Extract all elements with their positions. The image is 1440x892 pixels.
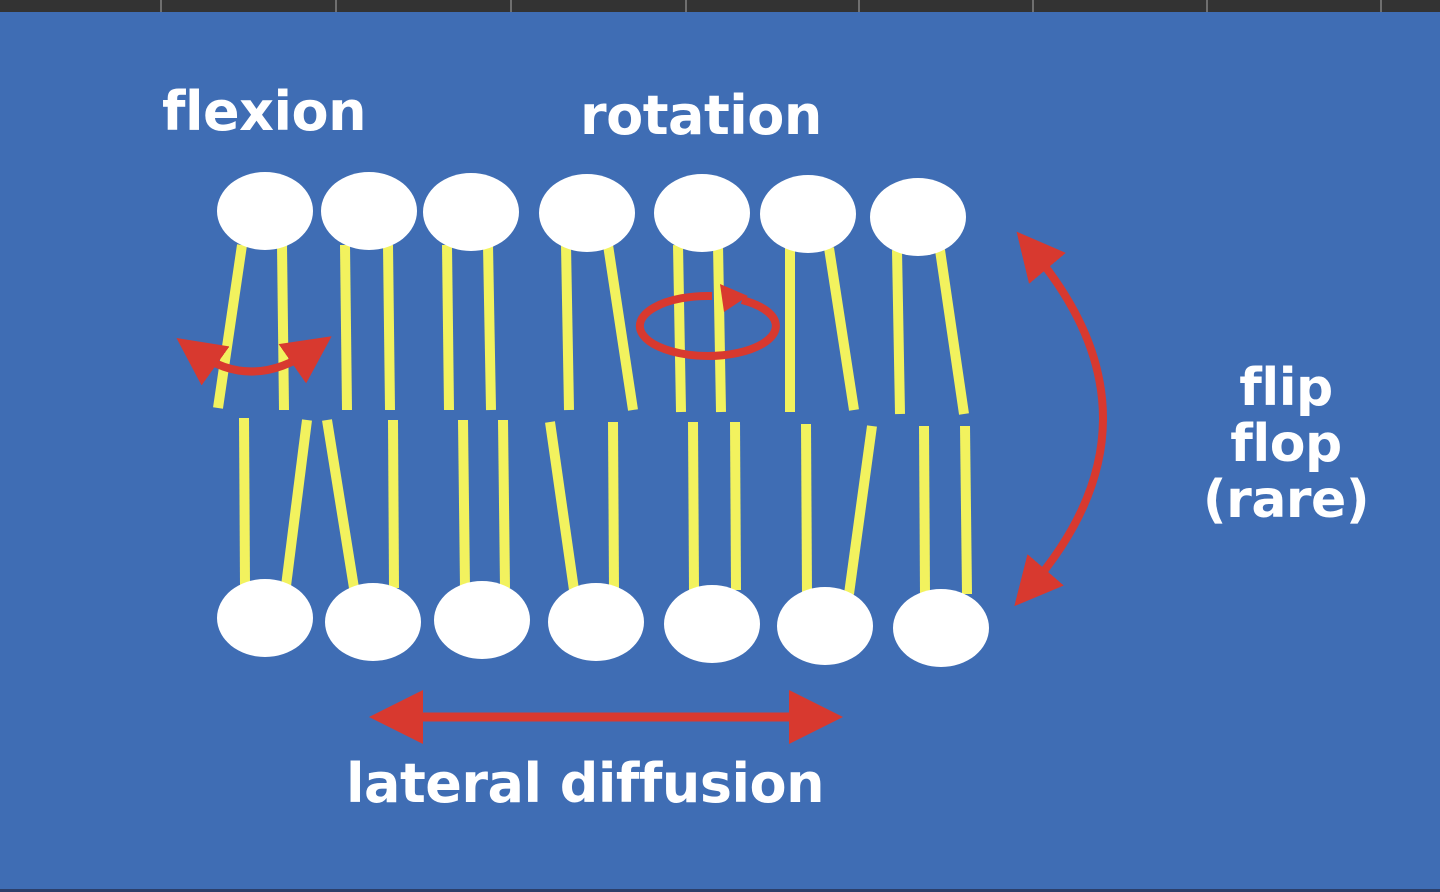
upper-leaflet-tails [213,244,969,415]
lipid-tail [281,419,312,587]
lipid-head [664,585,760,663]
lipid-tail [919,425,930,595]
lipid-tail [213,244,247,409]
lipid-head [434,581,530,659]
lipid-head [548,583,644,661]
lipid-tail [730,421,741,591]
bottom-border-strip [0,889,1440,892]
lipid-head [217,579,313,657]
lipid-tail [844,425,877,595]
lipid-tail [545,421,579,591]
lipid-tail [603,244,638,411]
strip-divider [1380,0,1382,12]
lipid-head [893,589,989,667]
lipid-head [423,173,519,251]
strip-divider [1032,0,1034,12]
flexion-label: flexion [162,80,367,143]
lipid-tail [935,249,969,415]
lipid-head [321,172,417,250]
strip-divider [1206,0,1208,12]
top-border-strip [0,0,1440,12]
lipid-head [539,174,635,252]
lipid-tail [340,244,352,411]
lipid-tail [688,421,699,591]
lipid-tail [960,425,972,595]
lipid-head [325,583,421,661]
strip-divider [510,0,512,12]
rotation-arrowhead [720,284,748,312]
lipid-head [760,175,856,253]
strip-divider [335,0,337,12]
flexion-arrow [176,336,332,386]
lipid-tail [498,419,510,589]
lipid-tail [801,423,812,595]
lipid-head [217,172,313,250]
lipid-head [654,174,750,252]
flip-flop-label-line: (rare) [1202,470,1370,530]
lipid-tail [277,244,289,411]
strip-divider [685,0,687,12]
lipid-tail [458,419,470,589]
lower-leaflet-heads [217,579,989,667]
lipid-tail [892,249,905,415]
lipid-tail [442,244,454,411]
lipid-tail [239,417,250,586]
lipid-tail [483,244,496,411]
rotation-label: rotation [580,84,822,147]
lipid-tail [383,244,395,411]
upper-leaflet-heads [217,172,966,256]
lateral-diffusion-label: lateral diffusion [346,752,825,815]
lipid-tail [388,419,399,589]
lipid-tail [673,244,686,413]
strip-divider [160,0,162,12]
lipid-tail [561,244,574,411]
lower-leaflet-tails [239,417,972,595]
lipid-tail [824,247,859,411]
flip-flop-label-line: flop [1230,414,1342,474]
flip-flop-label-line: flip [1239,358,1333,418]
lipid-tail [608,421,619,591]
rotation-arrow [635,291,780,360]
flip-flop-arrow [1014,231,1107,607]
strip-divider [858,0,860,12]
lipid-head [777,587,873,665]
lipid-head [870,178,966,256]
lipid-tail [322,419,359,589]
lipid-tail [713,244,726,413]
